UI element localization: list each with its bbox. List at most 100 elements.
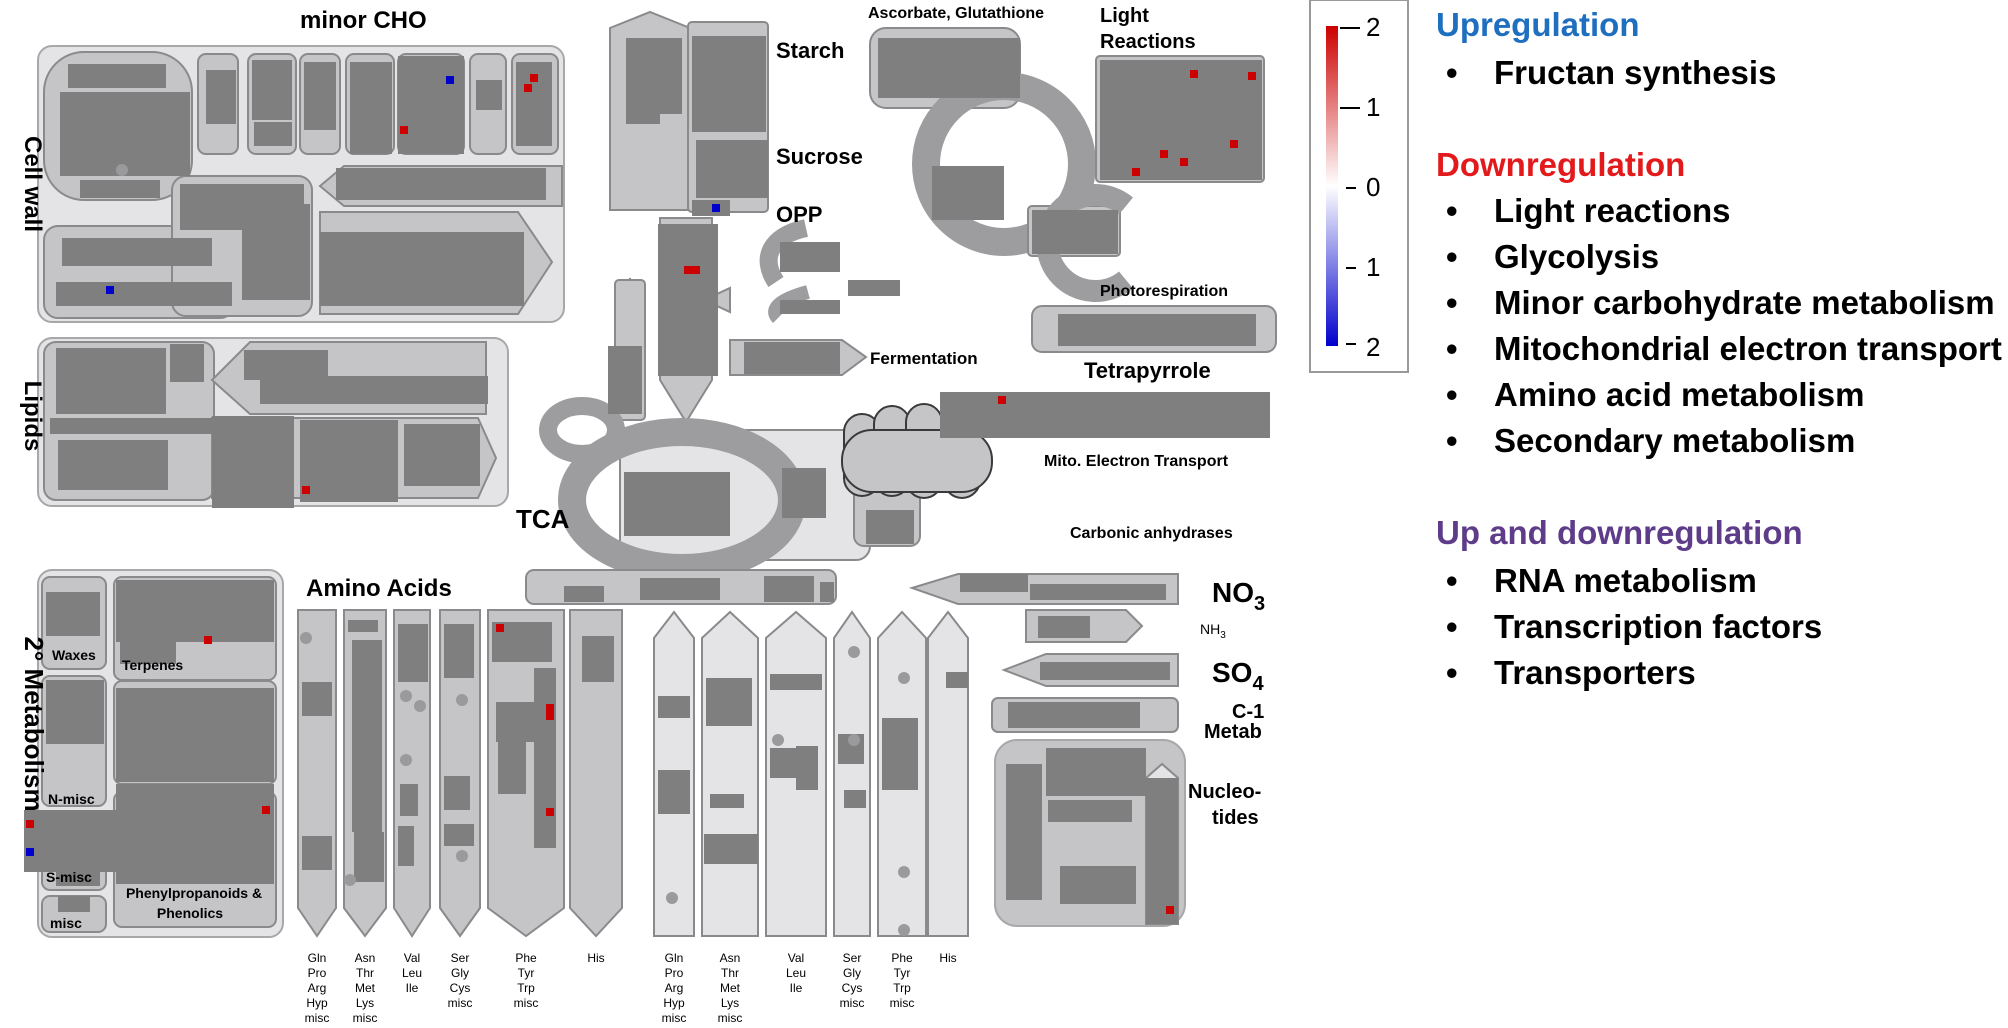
updown-item: •RNA metabolism: [1446, 562, 1757, 599]
aa-column-label: Thr: [356, 966, 374, 980]
updown-item: •Transcription factors: [1446, 608, 1823, 645]
aa-column-label: Arg: [665, 981, 684, 995]
bullet-icon: •: [1446, 192, 1458, 229]
label-terpenes: Terpenes: [122, 657, 183, 673]
label-cell-wall: Cell wall: [19, 136, 46, 232]
label-no3: NO3: [1212, 577, 1265, 615]
label-nucleo: Nucleo-: [1188, 781, 1261, 803]
label-fermentation: Fermentation: [870, 349, 978, 368]
aa-column-label: Ser: [843, 951, 862, 965]
aa-column-label: Tyr: [894, 966, 911, 980]
label-reactions: Reactions: [1100, 31, 1196, 53]
aa-column-label: Asn: [720, 951, 741, 965]
aa-column-6: [569, 609, 623, 938]
colorbar-tick: 0: [1366, 172, 1380, 202]
aa-column-1: [297, 609, 337, 938]
aa-column-label: misc: [514, 996, 539, 1010]
upregulation-heading: Upregulation: [1436, 6, 1640, 43]
aa-column-label: Tyr: [518, 966, 535, 980]
aa-column-label: misc: [353, 1011, 378, 1025]
label-tides: tides: [1212, 807, 1259, 829]
bullet-icon: •: [1446, 562, 1458, 599]
bullet-icon: •: [1446, 238, 1458, 275]
aa-column-label: Hyp: [306, 996, 328, 1010]
downregulation-item: •Mitochondrial electron transport: [1446, 330, 2002, 367]
aa-column-label: Ile: [790, 981, 803, 995]
upregulation-item: •Fructan synthesis: [1446, 54, 1777, 91]
downregulation-heading: Downregulation: [1436, 146, 1686, 183]
label-n-misc: N-misc: [48, 791, 95, 807]
aa-column-label: Gly: [843, 966, 861, 980]
bullet-icon: •: [1446, 54, 1458, 91]
label-mito-electron-transport: Mito. Electron Transport: [1044, 453, 1229, 470]
label-s-misc: S-misc: [46, 869, 92, 885]
aa-column-label: Phe: [515, 951, 537, 965]
label-waxes: Waxes: [52, 647, 96, 663]
aa-column-label: Lys: [356, 996, 374, 1010]
label-minor-cho: minor CHO: [300, 7, 427, 34]
aa-column-label: Leu: [402, 966, 422, 980]
aa-column-label: Ser: [451, 951, 470, 965]
bullet-icon: •: [1446, 284, 1458, 321]
downregulation-item: •Secondary metabolism: [1446, 422, 1856, 459]
aa-column-label: Hyp: [663, 996, 685, 1010]
label-lipids: Lipids: [19, 381, 46, 452]
amino-acid-column-labels: GlnProArgHypmiscAsnThrMetLysmiscValLeuIl…: [305, 951, 957, 1025]
aa-column-label: Arg: [308, 981, 327, 995]
aa-column-label: His: [587, 951, 604, 965]
label-so4: SO4: [1212, 657, 1264, 695]
aa-column-label: Met: [720, 981, 741, 995]
bullet-icon: •: [1446, 376, 1458, 413]
aa-column-label: Trp: [517, 981, 535, 995]
downregulation-item: •Amino acid metabolism: [1446, 376, 1865, 413]
downregulation-item: •Light reactions: [1446, 192, 1731, 229]
colorbar-tick: 2: [1366, 332, 1380, 362]
aa-column-label: Leu: [786, 966, 806, 980]
colorbar-gradient: [1326, 26, 1338, 346]
label-misc: misc: [50, 915, 82, 931]
aa-column-label: Met: [355, 981, 376, 995]
aa-column-label: Trp: [893, 981, 911, 995]
aa-column-label: misc: [718, 1011, 743, 1025]
updown-item: •Transporters: [1446, 654, 1696, 691]
label-phenolics-text: Phenolics: [157, 905, 223, 921]
label-photorespiration: Photorespiration: [1100, 283, 1228, 300]
aa-column-label: Cys: [842, 981, 863, 995]
aa-column-label: Lys: [721, 996, 739, 1010]
up-and-downregulation-heading: Up and downregulation: [1436, 514, 1803, 551]
aa-column-label: Gln: [308, 951, 327, 965]
aa-column-label: Asn: [355, 951, 376, 965]
aa-column-label: His: [939, 951, 956, 965]
aa-column-label: Gly: [451, 966, 469, 980]
label-starch: Starch: [776, 38, 844, 63]
downregulation-item: •Glycolysis: [1446, 238, 1660, 275]
label-carbonic-anhydrases: Carbonic anhydrases: [1070, 525, 1233, 542]
aa-column-label: Phe: [891, 951, 913, 965]
label-tca: TCA: [516, 504, 570, 534]
colorbar: 2 1 0 1 2: [1309, 0, 1409, 373]
downregulation-item: •Minor carbohydrate metabolism: [1446, 284, 1995, 321]
regulation-legend: Upregulation •Fructan synthesis Downregu…: [1416, 0, 2006, 760]
aa-column-label: misc: [662, 1011, 687, 1025]
colorbar-tick: 1: [1366, 252, 1380, 282]
aa-column-label: Val: [788, 951, 804, 965]
aa-column-label: Ile: [406, 981, 419, 995]
bullet-icon: •: [1446, 608, 1458, 645]
label-metab: Metab: [1204, 721, 1262, 743]
aa-column-label: misc: [305, 1011, 330, 1025]
aa-column-label: misc: [448, 996, 473, 1010]
label-opp: OPP: [776, 202, 822, 227]
bullet-icon: •: [1446, 654, 1458, 691]
colorbar-tick: 1: [1366, 92, 1380, 122]
label-tetrapyrrole: Tetrapyrrole: [1084, 358, 1211, 383]
label-phenylpropanoids: Phenylpropanoids &: [126, 885, 262, 901]
label-nh3: NH3: [1200, 621, 1226, 641]
aa-column-label: Pro: [665, 966, 684, 980]
bullet-icon: •: [1446, 422, 1458, 459]
aa-column-4: [439, 609, 481, 938]
aa-column-label: Gln: [665, 951, 684, 965]
bullet-icon: •: [1446, 330, 1458, 367]
colorbar-tick: 2: [1366, 12, 1380, 42]
label-amino-acids: Amino Acids: [306, 575, 452, 602]
label-c1: C-1: [1232, 701, 1264, 723]
